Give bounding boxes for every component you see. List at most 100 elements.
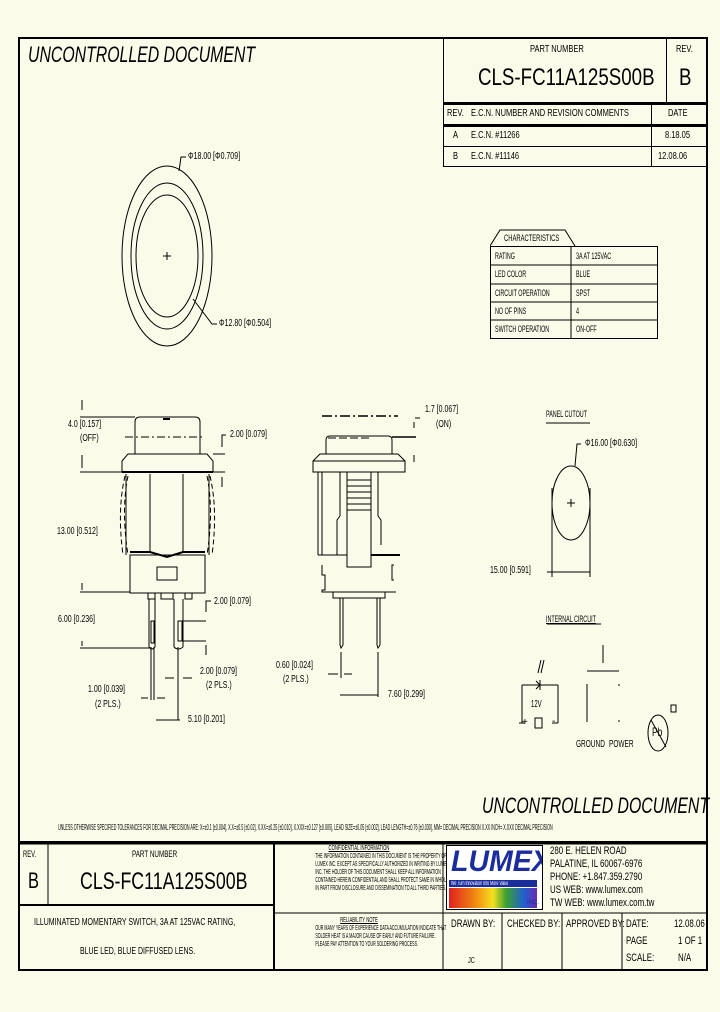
dim-side-pin: 0.60 [0.024] bbox=[276, 660, 313, 671]
characteristics-grid bbox=[490, 229, 658, 339]
drawn-by-label: DRAWN BY: bbox=[451, 918, 496, 930]
circuit-voltage: 12V bbox=[531, 699, 542, 710]
date-col-header: DATE bbox=[668, 108, 688, 119]
date-value: 12.08.06 bbox=[674, 918, 705, 930]
front-view bbox=[80, 400, 226, 721]
circuit-plus: + bbox=[522, 717, 528, 728]
scale-label: SCALE: bbox=[626, 952, 655, 964]
row-date: 8.18.05 bbox=[665, 130, 691, 141]
address-line: 280 E. HELEN ROAD bbox=[550, 845, 627, 857]
dim-travel-note: (OFF) bbox=[80, 433, 99, 444]
dim-flange: 2.00 [0.079] bbox=[230, 429, 267, 440]
row-date: 12.08.06 bbox=[658, 151, 688, 162]
char-label-circuit: CIRCUIT OPERATION bbox=[495, 288, 550, 298]
rev-col-header: REV. bbox=[447, 108, 464, 119]
internal-circuit-drawing bbox=[519, 645, 677, 752]
row-comment: E.C.N. #11146 bbox=[471, 151, 520, 162]
rev-header-cell bbox=[666, 37, 708, 102]
phone-number: PHONE: +1.847.359.2790 bbox=[550, 871, 643, 883]
char-label-led-color: LED COLOR bbox=[495, 269, 527, 279]
panel-cutout-width: 15.00 [0.591] bbox=[490, 565, 531, 576]
comment-col-header: E.C.N. NUMBER AND REVISION COMMENTS bbox=[471, 108, 629, 119]
top-view-inner-dim: Φ12.80 [Φ0.504] bbox=[219, 318, 272, 329]
address-line: PALATINE, IL 60067-6976 bbox=[550, 858, 643, 870]
dim-pin-thick-note: (2 PLS.) bbox=[95, 699, 121, 710]
reliability-note: RELIABILITY NOTE OUR MANY YEARS OF EXPER… bbox=[275, 917, 447, 948]
watermark-bottom: UNCONTROLLED DOCUMENT bbox=[482, 793, 710, 818]
rainbow-graphic bbox=[449, 888, 537, 908]
confidential-line: LUMEX INC. EXCEPT AS SPECIFICALLY AUTHOR… bbox=[315, 861, 449, 868]
row-rev: B bbox=[453, 151, 459, 162]
confidential-line: CONTAINED HEREIN CONFIDENTIAL AND SHALL … bbox=[315, 877, 455, 884]
top-view bbox=[121, 156, 217, 347]
dim-side-pitch: 7.60 [0.299] bbox=[388, 689, 425, 700]
page-label: PAGE bbox=[626, 935, 648, 947]
rev-label: REV. bbox=[676, 44, 693, 55]
reliability-title: RELIABILITY NOTE bbox=[340, 917, 378, 924]
page-value: 1 OF 1 bbox=[678, 935, 703, 947]
drawn-by-value: JC bbox=[468, 956, 475, 965]
row-rev: A bbox=[453, 130, 459, 141]
panel-cutout-title: PANEL CUTOUT bbox=[546, 409, 588, 419]
part-number-label: PART NUMBER bbox=[530, 44, 584, 55]
dim-on-travel: 1.7 [0.067] bbox=[425, 404, 459, 415]
characteristics-table: CHARACTERISTICS RATING 3A AT 125VAC LED … bbox=[490, 228, 658, 340]
reliability-line: PLEASE PAY ATTENTION TO YOUR SOLDERING P… bbox=[315, 941, 419, 948]
char-value-circuit: SPST bbox=[576, 288, 591, 298]
confidential-line: IN PART FROM DISCLOSURE AND DISSEMINATIO… bbox=[315, 885, 447, 892]
dim-on-note: (ON) bbox=[436, 419, 452, 430]
char-value-led-color: BLUE bbox=[576, 269, 591, 279]
confidential-line: INC. THE HOLDER OF THIS DOCUMENT SHALL K… bbox=[315, 869, 441, 876]
dim-pin-slot: 2.00 [0.079] bbox=[214, 596, 251, 607]
lumex-logo: LUMEX We Turn Innovation Into More Value… bbox=[446, 845, 543, 910]
tw-web-link[interactable]: TW WEB: www.lumex.com.tw bbox=[550, 897, 655, 909]
panel-cutout-drawing bbox=[546, 422, 601, 625]
dim-pin-pitch: 5.10 [0.201] bbox=[188, 714, 225, 725]
char-value-rating: 3A AT 125VAC bbox=[576, 251, 612, 261]
rev-value: B bbox=[679, 64, 692, 91]
us-web-link[interactable]: US WEB: www.lumex.com bbox=[550, 884, 643, 896]
confidential-line: THE INFORMATION CONTAINED IN THIS DOCUME… bbox=[315, 853, 447, 860]
lumex-logo-text: LUMEX bbox=[451, 845, 543, 878]
confidential-title: CONFIDENTIAL INFORMATION bbox=[328, 845, 390, 852]
panel-cutout-dia: Φ16.00 [Φ0.630] bbox=[585, 438, 638, 449]
part-number: CLS-FC11A125S00B bbox=[478, 64, 655, 91]
internal-circuit-title: INTERNAL CIRCUIT bbox=[546, 614, 596, 624]
description-line-1: ILLUMINATED MOMENTARY SWITCH, 3A AT 125V… bbox=[34, 917, 236, 928]
side-view bbox=[312, 415, 420, 697]
dim-side-pin-note: (2 PLS.) bbox=[283, 674, 309, 685]
rohs-pb-icon: Pb bbox=[652, 725, 663, 739]
characteristics-title: CHARACTERISTICS bbox=[504, 233, 560, 243]
title-part-number-label: PART NUMBER bbox=[132, 849, 178, 859]
circuit-minus: - bbox=[552, 716, 556, 727]
title-rev: B bbox=[28, 868, 40, 893]
dim-pin-thick: 1.00 [0.039] bbox=[88, 684, 125, 695]
part-number-header-block bbox=[443, 37, 708, 102]
title-rev-label: REV. bbox=[23, 849, 37, 859]
reliability-line: OUR MANY YEARS OF EXPERIENCE DATA ACCUMU… bbox=[315, 925, 447, 932]
dim-pin-length: 6.00 [0.236] bbox=[58, 614, 95, 625]
approved-by-label: APPROVED BY: bbox=[566, 918, 625, 930]
dim-travel: 4.0 [0.157] bbox=[68, 419, 102, 430]
dim-body: 13.00 [0.512] bbox=[57, 526, 98, 537]
dim-pin-width: 2.00 [0.079] bbox=[200, 666, 237, 677]
title-part-number: CLS-FC11A125S00B bbox=[80, 868, 248, 895]
lumex-inc: INC. bbox=[527, 900, 539, 906]
confidential-notice: CONFIDENTIAL INFORMATION THE INFORMATION… bbox=[275, 845, 455, 892]
dim-pin-width-note: (2 PLS.) bbox=[206, 680, 232, 691]
char-label-rating: RATING bbox=[495, 251, 516, 261]
circuit-ground-label: GROUND bbox=[576, 739, 605, 750]
scale-value: N/A bbox=[678, 952, 692, 964]
checked-by-label: CHECKED BY: bbox=[507, 918, 561, 930]
revision-table: REV. E.C.N. NUMBER AND REVISION COMMENTS… bbox=[443, 102, 708, 167]
row-comment: E.C.N. #11266 bbox=[471, 130, 520, 141]
watermark-top: UNCONTROLLED DOCUMENT bbox=[28, 42, 256, 67]
lumex-tagline: We Turn Innovation Into More Value bbox=[451, 881, 509, 887]
char-value-switch-op: ON-OFF bbox=[576, 324, 597, 334]
top-view-outer-dim: Φ18.00 [Φ0.709] bbox=[188, 151, 241, 162]
circuit-power-label: POWER bbox=[609, 739, 634, 750]
char-label-switch-op: SWITCH OPERATION bbox=[495, 324, 550, 334]
date-label: DATE: bbox=[626, 918, 649, 930]
reliability-line: SOLDER HEAT IS A MAJOR CAUSE OF EARLY AN… bbox=[315, 933, 436, 940]
